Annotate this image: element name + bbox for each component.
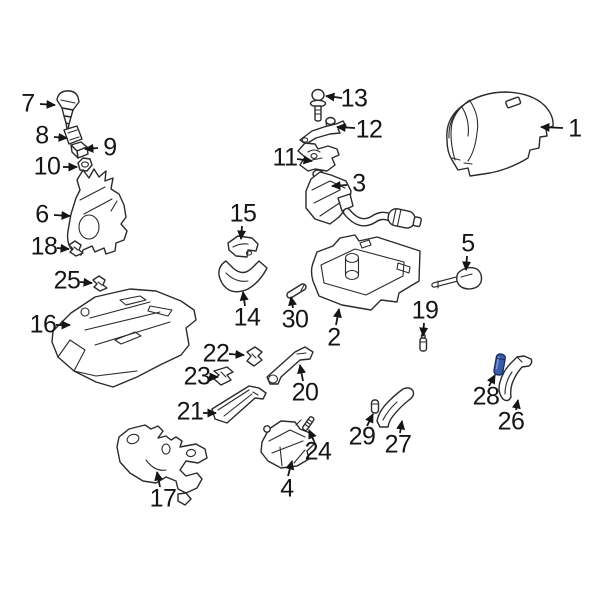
callout-arrow-19 (419, 322, 429, 337)
callout-arrow-11 (296, 155, 313, 165)
part-24-screw-drawing (302, 416, 315, 432)
part-14-drawing (218, 260, 268, 293)
part-13-bolt-drawing (309, 88, 327, 122)
part-18-screw-drawing (68, 240, 84, 257)
part-12-drawing (299, 116, 347, 145)
part-9-drawing (70, 141, 89, 159)
part-16-mounting-bracket-drawing (51, 288, 197, 388)
part-19-pin-drawing (419, 333, 428, 352)
callout-arrow-2 (333, 308, 342, 326)
part-28-highlighted-pin-drawing (493, 353, 506, 376)
callout-arrow-30 (288, 296, 297, 309)
part-3-switch-drawing (305, 169, 422, 229)
callout-arrow-13 (325, 92, 343, 102)
callout-arrow-17 (154, 471, 164, 488)
part-15-drawing (227, 235, 259, 258)
part-5-lever-drawing (431, 266, 483, 290)
part-20-lever-drawing (266, 346, 314, 385)
part-29-pin-drawing (370, 399, 380, 414)
part-30-pin-drawing (286, 283, 307, 299)
callout-arrow-28 (486, 374, 496, 387)
callout-arrow-18 (56, 243, 70, 253)
callout-arrow-6 (53, 210, 71, 220)
callout-arrow-9 (84, 143, 99, 153)
part-17-bracket-drawing (116, 424, 208, 506)
part-10-drawing (77, 157, 93, 172)
callout-arrow-15 (237, 225, 247, 240)
callout-arrow-29 (365, 413, 374, 427)
part-4-housing-drawing (260, 419, 316, 469)
callout-arrow-4 (285, 460, 295, 477)
callout-arrow-8 (53, 132, 68, 142)
part-1-column-shroud-drawing (446, 91, 554, 177)
part-27-arm-drawing (376, 387, 415, 428)
callout-arrow-26 (511, 399, 521, 411)
part-22-clip-drawing (246, 346, 263, 367)
callout-arrow-12 (336, 122, 356, 132)
callout-arrow-27 (396, 420, 406, 434)
callout-arrows (39, 92, 564, 488)
callout-arrow-5 (462, 255, 472, 271)
callout-arrow-7 (39, 99, 56, 109)
callout-arrow-22 (228, 349, 245, 359)
callout-arrow-24 (308, 429, 317, 442)
callout-arrow-3 (331, 180, 348, 190)
callout-arrow-20 (297, 364, 306, 382)
callout-arrow-25 (79, 277, 93, 287)
part-2-lower-shroud-drawing (310, 234, 421, 311)
part-23-drawing (213, 366, 234, 386)
part-6-housing-drawing (66, 168, 128, 256)
part-21-rail-drawing (211, 385, 267, 424)
part-7-drawing (56, 90, 80, 130)
part-8-drawing (63, 125, 83, 145)
callout-arrow-14 (239, 291, 249, 307)
part-11-bracket-drawing (297, 142, 340, 172)
part-26-lever-drawing (498, 355, 533, 402)
callout-arrow-1 (540, 122, 564, 132)
part-25-screw-drawing (92, 275, 108, 292)
